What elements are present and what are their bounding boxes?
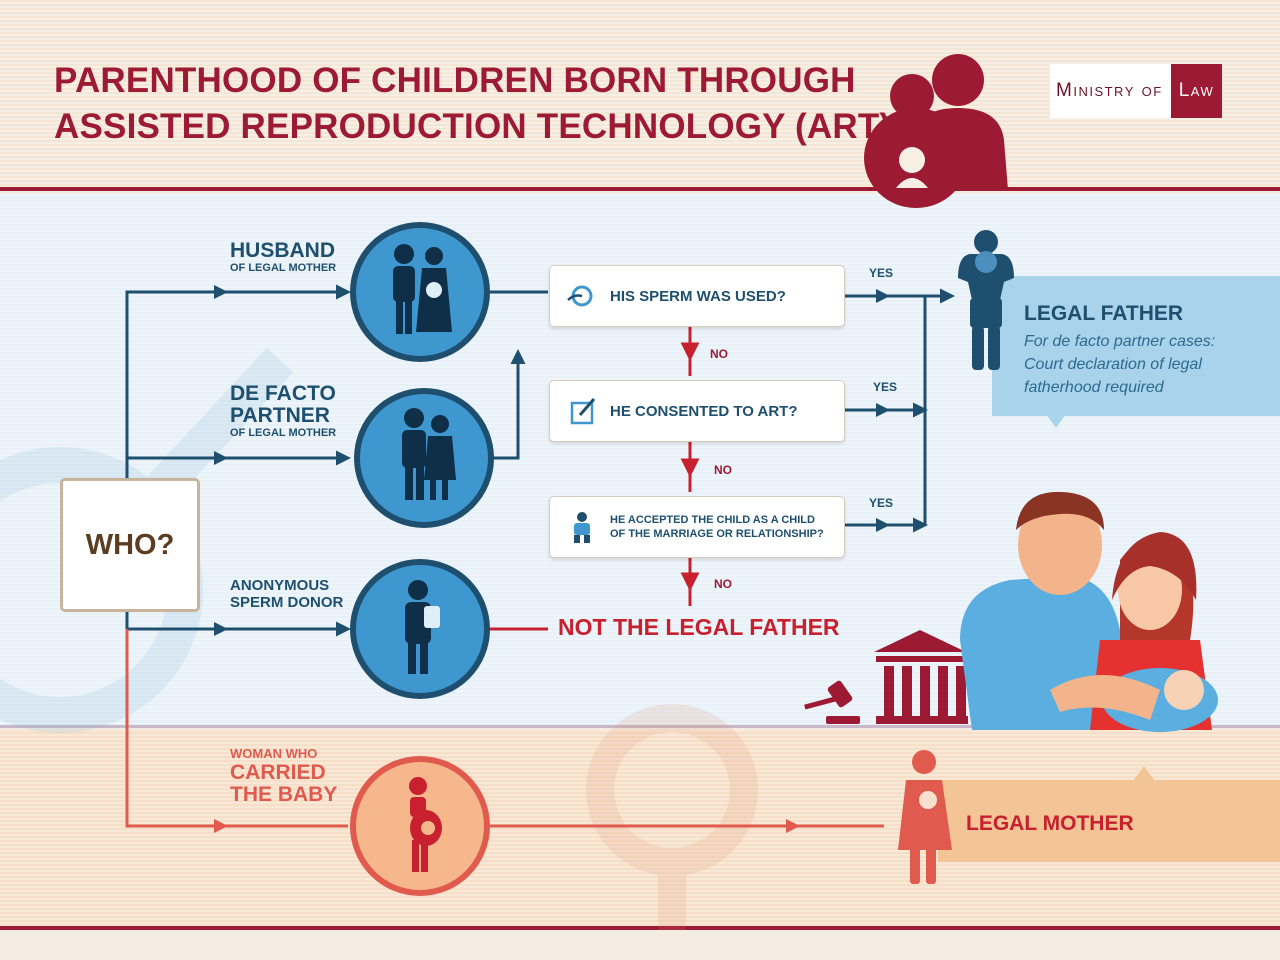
- woman-label-sub: WOMAN WHO: [230, 746, 318, 761]
- question-consented-text: HE CONSENTED TO ART?: [610, 402, 798, 420]
- ministry-of-law-logo: Ministry of Law: [1050, 64, 1223, 118]
- courthouse-icon: [874, 630, 968, 724]
- not-legal-father-outcome: NOT THE LEGAL FATHER: [558, 614, 840, 640]
- who-box: WHO?: [60, 478, 200, 612]
- woman-label-main-1: CARRIED: [230, 761, 326, 784]
- title-line-2: ASSISTED REPRODUCTION TECHNOLOGY (ART): [54, 107, 892, 146]
- no-label-2: NO: [714, 463, 732, 477]
- question-consented: HE CONSENTED TO ART?: [549, 380, 845, 442]
- section-divider: [0, 725, 1280, 728]
- legal-father-callout-pointer: [1046, 414, 1066, 428]
- question-sperm-used: HIS SPERM WAS USED?: [549, 265, 845, 327]
- legal-father-heading: LEGAL FATHER: [1024, 302, 1184, 325]
- partner-label-main-1: DE FACTO: [230, 382, 336, 405]
- donor-circle-icon: [350, 559, 490, 699]
- couple-with-baby-illustration: [960, 491, 1218, 732]
- child-icon: [574, 512, 590, 543]
- female-symbol-watermark: [586, 704, 758, 930]
- title-line-1: PARENTHOOD OF CHILDREN BORN THROUGH: [54, 61, 856, 100]
- husband-circle-icon: [350, 222, 490, 362]
- header-divider: [0, 187, 1280, 191]
- legal-mother-callout-pointer: [1134, 766, 1154, 780]
- page-title: PARENTHOOD OF CHILDREN BORN THROUGH ASSI…: [54, 58, 891, 150]
- no-label-1: NO: [710, 347, 728, 361]
- legal-mother-callout: LEGAL MOTHER: [938, 780, 1280, 862]
- partner-label-sub: OF LEGAL MOTHER: [230, 427, 337, 439]
- footer-band: [0, 932, 1280, 960]
- woman-connector: [125, 629, 884, 828]
- no-arrows: [490, 326, 700, 631]
- legal-mother-icon: [898, 750, 952, 884]
- no-label-3: NO: [714, 577, 732, 591]
- husband-label-main: HUSBAND: [230, 239, 335, 262]
- question-sperm-used-text: HIS SPERM WAS USED?: [610, 287, 786, 305]
- partner-circle-icon: [354, 388, 494, 528]
- yes-label-3: YES: [869, 496, 894, 510]
- husband-label-sub: OF LEGAL MOTHER: [230, 262, 337, 274]
- donor-label-line-2: SPERM DONOR: [230, 594, 344, 611]
- partner-label: DE FACTO PARTNER OF LEGAL MOTHER: [230, 383, 336, 440]
- woman-circle-icon: [350, 756, 490, 896]
- question-accepted-child-text: HE ACCEPTED THE CHILD AS A CHILD OF THE …: [610, 513, 824, 541]
- legal-father-icon: [958, 230, 1014, 370]
- question-accepted-line-1: HE ACCEPTED THE CHILD AS A CHILD: [610, 514, 815, 526]
- yes-label-1: YES: [869, 266, 894, 280]
- logo-text-ministry: Ministry of: [1050, 64, 1171, 118]
- legal-father-callout: LEGAL FATHER For de facto partner cases:…: [992, 276, 1280, 416]
- family-icon: [864, 54, 1008, 208]
- gavel-icon: [804, 680, 860, 724]
- sperm-icon: [567, 285, 593, 307]
- woman-label-main-2: THE BABY: [230, 783, 338, 806]
- logo-text-law: Law: [1170, 64, 1223, 118]
- question-accepted-child: HE ACCEPTED THE CHILD AS A CHILD OF THE …: [549, 496, 845, 558]
- partner-label-main-2: PARTNER: [230, 404, 330, 427]
- husband-label: HUSBAND OF LEGAL MOTHER: [230, 240, 336, 275]
- footer-divider: [0, 926, 1280, 930]
- yes-label-2: YES: [873, 380, 898, 394]
- legal-father-note: For de facto partner cases: Court declar…: [1024, 333, 1216, 396]
- woman-label: WOMAN WHO CARRIED THE BABY: [230, 746, 337, 806]
- donor-label: ANONYMOUS SPERM DONOR: [230, 577, 343, 611]
- donor-label-line-1: ANONYMOUS: [230, 577, 330, 594]
- edit-form-icon: [570, 398, 596, 425]
- legal-mother-heading: LEGAL MOTHER: [966, 812, 1134, 835]
- question-accepted-line-2: OF THE MARRIAGE OR RELATIONSHIP?: [610, 528, 824, 540]
